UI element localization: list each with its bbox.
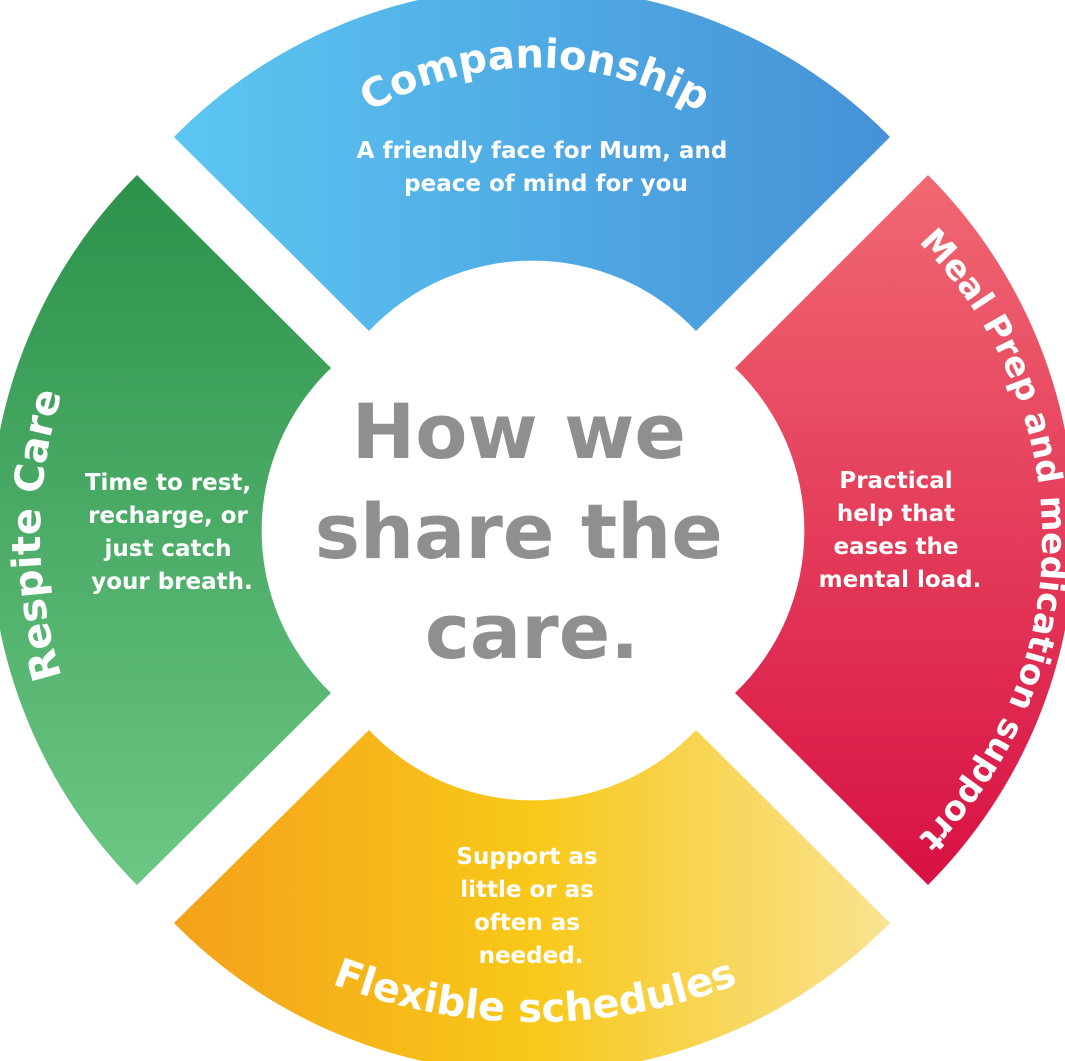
desc-respite: Time to rest, recharge, or just catch yo… (85, 470, 259, 595)
segment-companionship (174, 0, 890, 331)
desc-meal-prep: Practical help that eases the mental loa… (819, 468, 982, 593)
center-heading: How we share the care. (315, 387, 750, 676)
segment-flexible (174, 730, 890, 1061)
desc-companionship: A friendly face for Mum, and peace of mi… (357, 138, 736, 197)
desc-flexible: Support as little or as often as needed. (456, 844, 605, 969)
segment-respite (0, 175, 331, 885)
segment-meal-prep (735, 175, 1065, 885)
